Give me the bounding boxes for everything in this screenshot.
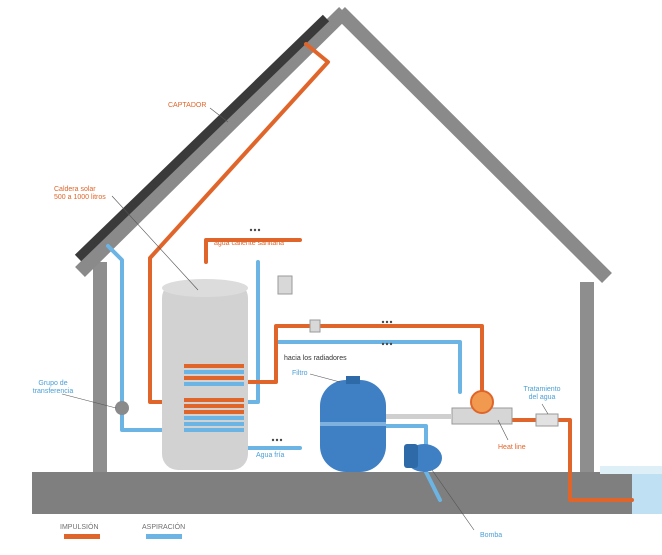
agua-fria-label: Agua fría — [256, 452, 285, 459]
flow-marker — [381, 342, 385, 346]
tank-top — [162, 279, 248, 297]
valve-radiator — [309, 319, 321, 333]
hacia-radiadores-label: hacia los radiadores — [284, 355, 347, 362]
heat-line-unit — [470, 390, 494, 414]
cold-supply-riser — [242, 260, 260, 404]
leader-grupo — [61, 393, 117, 409]
ground-slab — [32, 472, 632, 514]
leader-caldera — [111, 195, 199, 291]
flow-marker — [257, 228, 261, 232]
legend-impulsion-swatch — [64, 534, 100, 539]
agua-caliente-label: agua caliente sanitaria — [214, 240, 285, 247]
roof-right — [335, 7, 612, 283]
hot-water-pipe — [204, 238, 302, 264]
caldera-label-line2: 500 a 1000 litros — [54, 194, 106, 201]
radiator-return-pipe — [274, 340, 462, 394]
tratamiento-label-line1: Tratamiento — [523, 386, 561, 393]
collector-flow-pipe — [148, 42, 330, 404]
upper-coil — [184, 364, 244, 386]
right-wall — [580, 282, 594, 472]
pump-motor — [404, 444, 418, 468]
manifold-pipe — [386, 414, 452, 419]
filter-band — [320, 422, 386, 426]
leader-heat-line — [497, 419, 509, 441]
heat-line-label: Heat line — [498, 444, 526, 451]
flow-marker — [385, 320, 389, 324]
leader-tratamiento — [541, 403, 549, 415]
legend-aspiracion-label: ASPIRACIÓN — [142, 524, 186, 531]
water-treatment-unit — [535, 413, 559, 427]
filtro-label: Filtro — [292, 370, 308, 377]
tratamiento-label-line2: del agua — [528, 394, 556, 401]
flow-marker — [389, 320, 393, 324]
leader-captador — [209, 107, 229, 123]
flow-marker — [389, 342, 393, 346]
mixing-valve — [277, 275, 293, 295]
grupo-label-line1: Grupo de — [38, 380, 68, 387]
transfer-group-pump — [115, 401, 129, 415]
lower-coil — [184, 398, 244, 432]
flow-marker — [271, 438, 275, 442]
legend-impulsion-label: IMPULSIÓN — [60, 524, 99, 531]
leader-bomba — [431, 469, 475, 531]
legend-aspiracion-swatch — [146, 534, 182, 539]
flow-marker — [275, 438, 279, 442]
flow-marker — [385, 342, 389, 346]
captador-label: CAPTADOR — [168, 102, 207, 109]
flow-marker — [381, 320, 385, 324]
roof-left — [75, 7, 349, 277]
flow-marker — [249, 228, 253, 232]
flow-marker — [253, 228, 257, 232]
solar-collector — [74, 14, 330, 262]
caldera-label-line1: Caldera solar — [54, 186, 96, 193]
leader-filtro — [309, 373, 341, 383]
grupo-label-line2: transferencia — [32, 388, 74, 395]
pool-edge — [600, 466, 662, 474]
flow-marker — [279, 438, 283, 442]
left-wall — [93, 262, 107, 472]
pool — [632, 474, 662, 514]
radiator-flow-pipe — [244, 324, 484, 394]
filter-valve — [346, 376, 360, 384]
filter-return-pipe — [384, 424, 428, 450]
bomba-label: Bomba — [480, 532, 503, 539]
